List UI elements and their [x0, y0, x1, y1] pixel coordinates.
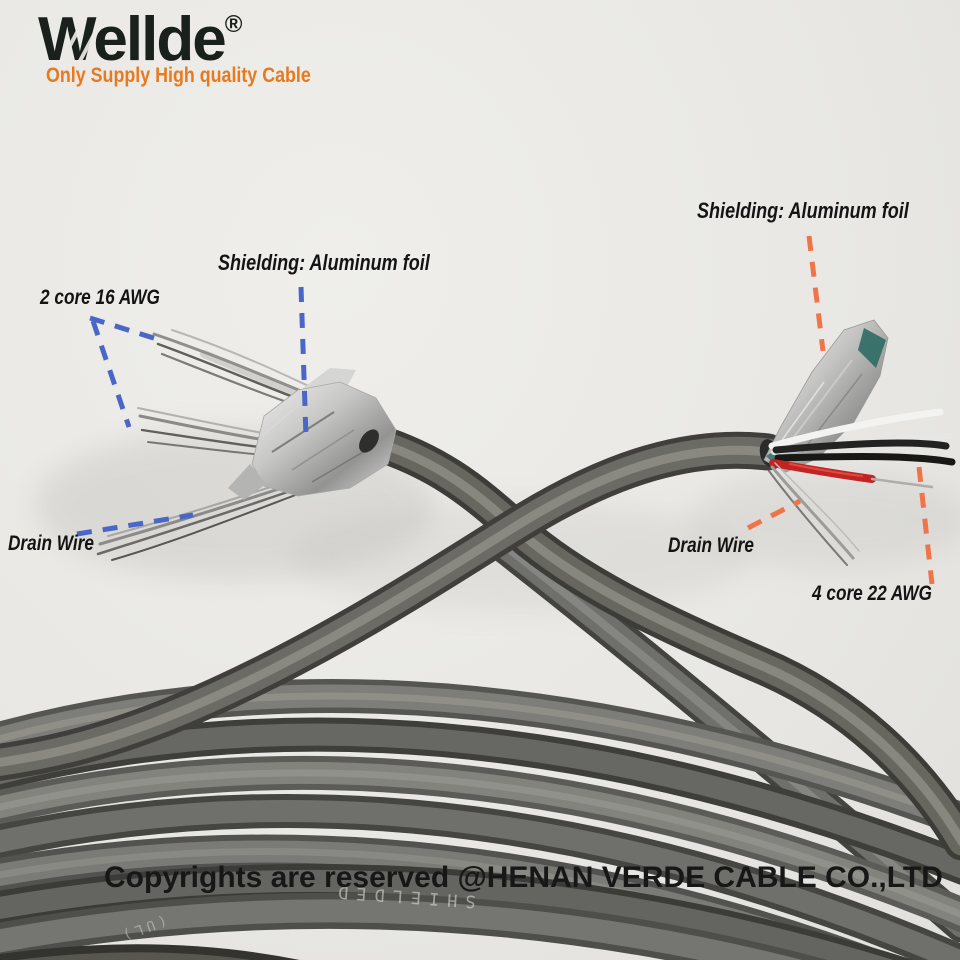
pointer-drain-left: [76, 512, 194, 537]
red-core-wire: [769, 459, 876, 483]
right-cable-jacket: [0, 431, 787, 782]
brand-registered-mark: ®: [224, 11, 243, 38]
brand-logo: Wellde®: [38, 4, 242, 75]
copyright-text: Copyrights are reserved @HENAN VERDE CAB…: [104, 861, 943, 894]
callout-shielding-right: Shielding: Aluminum foil: [697, 198, 909, 223]
brand-logo-text: Wellde: [38, 5, 227, 74]
right-drain-wire: [768, 462, 860, 566]
pointer-core-left-a: [89, 315, 164, 344]
pointer-drain-right: [746, 498, 802, 531]
callout-drain-left: Drain Wire: [8, 532, 94, 555]
pointer-shielding-right: [806, 235, 826, 352]
callout-cores-left: 2 core 16 AWG: [40, 286, 160, 309]
pointer-lines-blue: [76, 286, 309, 537]
right-core-wires: [768, 408, 956, 489]
pointer-lines-orange: [746, 235, 935, 585]
left-foil-shield: [228, 368, 397, 500]
callout-drain-right: Drain Wire: [668, 534, 754, 557]
callout-shielding-left: Shielding: Aluminum foil: [218, 250, 430, 275]
brand-tagline: Only Supply High quality Cable: [46, 64, 311, 87]
callout-cores-right: 4 core 22 AWG: [812, 582, 932, 605]
pointer-cores-right: [916, 466, 935, 585]
pointer-core-left-b: [90, 320, 132, 428]
left-cable-jacket: [343, 419, 960, 861]
